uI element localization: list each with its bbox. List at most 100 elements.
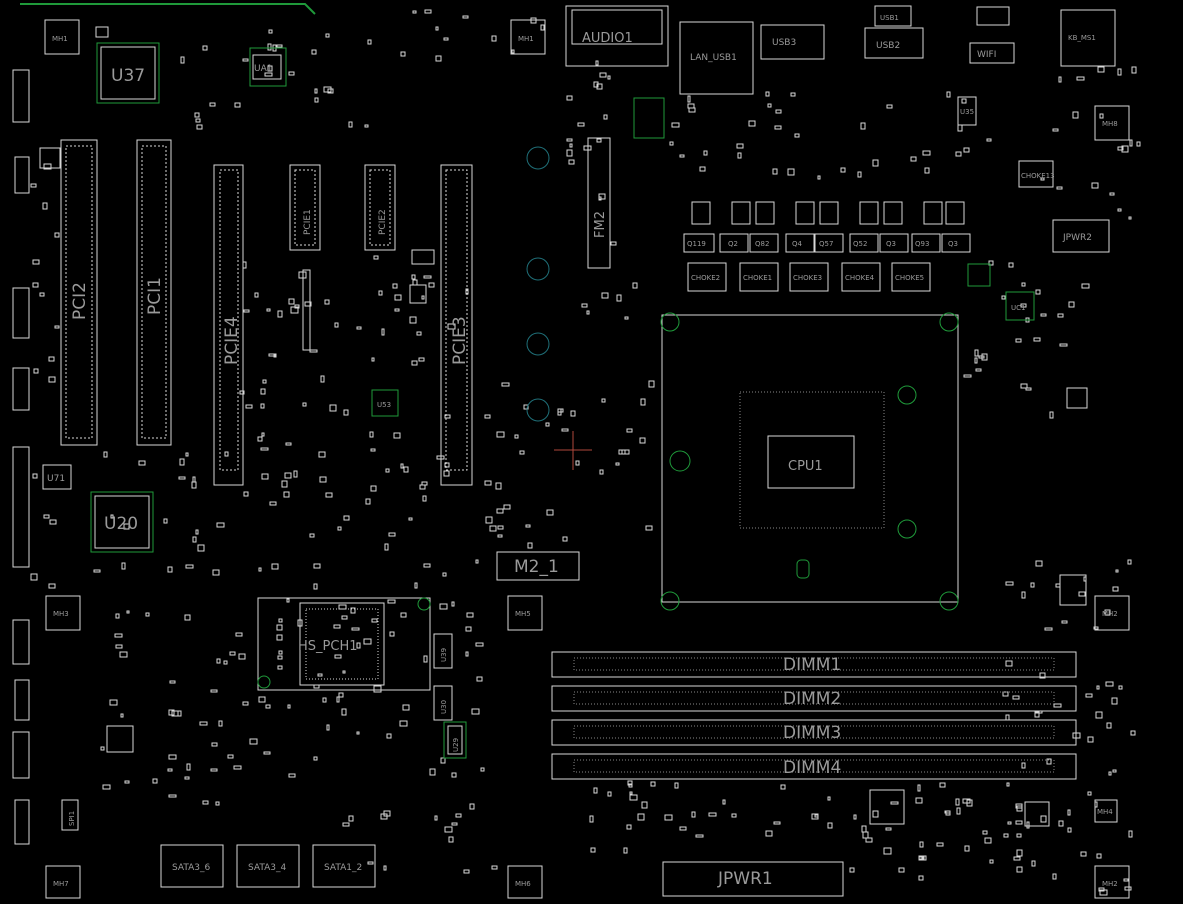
mounting-hole[interactable]: MH5 [507, 595, 543, 631]
smd-pad [849, 867, 855, 873]
mounting-hole[interactable]: MH1 [510, 19, 546, 55]
smd-pad [455, 813, 462, 818]
chip-u29[interactable]: U29 [443, 721, 467, 759]
slot-pcie1[interactable]: PCIE1 [289, 164, 321, 251]
slot-pcie4[interactable]: PCIE4 [213, 164, 244, 486]
smd-pad [1109, 192, 1115, 196]
connector-usb1[interactable]: USB1 [874, 5, 912, 27]
chip-u37[interactable]: U37 [96, 42, 160, 104]
smd-pad [412, 10, 417, 14]
smd-pad [412, 279, 418, 286]
smd-pad [1007, 821, 1012, 825]
battery-connector[interactable] [302, 269, 311, 351]
smd-pad [1058, 820, 1064, 827]
smd-pad [774, 125, 782, 130]
smd-pad [570, 410, 576, 417]
mounting-hole[interactable]: MH6 [507, 865, 543, 899]
smd-pad [1053, 703, 1062, 708]
chip-u30[interactable]: U30 [433, 685, 453, 721]
smd-pad [736, 143, 744, 149]
smd-pad [429, 768, 436, 776]
chip-u39[interactable]: U39 [433, 633, 453, 669]
smd-pad [392, 283, 398, 289]
smd-pad [596, 83, 603, 90]
slot-dimm4[interactable]: DIMM4 [551, 753, 1077, 780]
slot-dimm1[interactable]: DIMM1 [551, 651, 1077, 678]
connector-audio1[interactable]: AUDIO1 [565, 5, 669, 67]
smd-pad [370, 448, 376, 452]
mounting-hole-label-0: MH1 [52, 35, 68, 43]
smd-pad [325, 33, 330, 38]
smd-pad [171, 710, 179, 717]
header-spi1[interactable]: SPI1 [61, 799, 79, 831]
connector-jpwr2[interactable]: JPWR2 [1052, 219, 1110, 253]
smd-pad [596, 138, 602, 143]
slot-m2-1[interactable]: M2_1 [496, 551, 580, 581]
choke13[interactable]: CHOKE13 [1018, 160, 1055, 188]
chip-u71[interactable]: U71 [42, 464, 72, 490]
smd-pad [32, 259, 40, 265]
smd-pad [323, 86, 332, 93]
chip-u35[interactable]: U35 [957, 96, 977, 126]
label-u29: U29 [452, 738, 460, 752]
slot-dimm2[interactable]: DIMM2 [551, 685, 1077, 712]
smd-pad [286, 598, 290, 603]
connector-fm2[interactable]: FM2 [587, 137, 611, 269]
slot-pcie3[interactable]: PCIE3 [440, 164, 473, 486]
smd-pad [434, 815, 438, 821]
connector-usb2[interactable]: USB2 [864, 27, 924, 59]
smd-pad [601, 398, 606, 403]
connector-lan-usb1[interactable]: LAN_USB1 [679, 21, 754, 95]
slot-pci2[interactable]: PCI2 [60, 139, 98, 446]
mosfet-label-2: Q82 [755, 240, 769, 248]
slot-dimm3[interactable]: DIMM3 [551, 719, 1077, 746]
smd-pad [184, 614, 191, 621]
chip-u20[interactable]: U20 [90, 491, 154, 553]
smd-pad [309, 533, 315, 538]
smd-pad [314, 97, 319, 103]
smd-pad [775, 109, 782, 114]
chip-u53[interactable]: U53 [371, 389, 399, 417]
smd-pad [944, 810, 951, 814]
label-pcie3: PCIE3 [450, 316, 470, 365]
smd-pad [419, 484, 426, 490]
mounting-hole[interactable]: MH2 [1094, 865, 1130, 899]
mounting-hole[interactable]: MH1 [44, 19, 80, 55]
mounting-hole[interactable]: MH2 [1094, 595, 1130, 631]
smd-pad [1040, 313, 1047, 317]
smd-pad [229, 651, 236, 656]
mounting-hole[interactable]: MH8 [1094, 105, 1130, 141]
smd-pad [1129, 139, 1133, 147]
heatsink-pch1[interactable]: HS_PCH1 [257, 597, 431, 691]
smd-pad [1096, 685, 1100, 690]
chip-uc1[interactable]: UC1 [1005, 291, 1035, 321]
smd-pad [918, 875, 924, 881]
smd-pad [48, 376, 56, 383]
connector-sata3-4[interactable]: SATA3_4 [236, 844, 300, 888]
mounting-hole[interactable]: MH7 [45, 865, 81, 899]
chip-ua1[interactable]: UA1 [249, 47, 287, 87]
smd-pad [261, 473, 269, 480]
slot-pci1[interactable]: PCI1 [136, 139, 172, 446]
mounting-hole[interactable]: MH4 [1094, 799, 1118, 823]
smd-pad [827, 822, 833, 829]
slot-pcie2[interactable]: PCIE2 [364, 164, 396, 251]
smd-pad [400, 51, 406, 57]
smd-pad [1121, 145, 1129, 153]
smd-pad [1013, 856, 1021, 861]
connector-sata3-6[interactable]: SATA3_6 [160, 844, 224, 888]
connector-wifi[interactable]: WIFI [969, 42, 1015, 64]
connector-sata1-2[interactable]: SATA1_2 [312, 844, 376, 888]
label-usb2: USB2 [876, 41, 900, 51]
mounting-hole[interactable]: MH3 [45, 595, 81, 631]
connector-kb-ms1[interactable]: KB_MS1 [1060, 9, 1116, 67]
smd-pad [1001, 295, 1006, 300]
smd-pad [484, 414, 491, 419]
smd-pad [267, 65, 273, 72]
smd-pad [283, 491, 290, 498]
smd-pad [773, 821, 781, 825]
connector-usb3[interactable]: USB3 [760, 24, 825, 60]
connector-jpwr1[interactable]: JPWR1 [662, 861, 844, 897]
cpu-socket[interactable]: CPU1 [660, 312, 959, 611]
smd-pad [294, 304, 300, 309]
